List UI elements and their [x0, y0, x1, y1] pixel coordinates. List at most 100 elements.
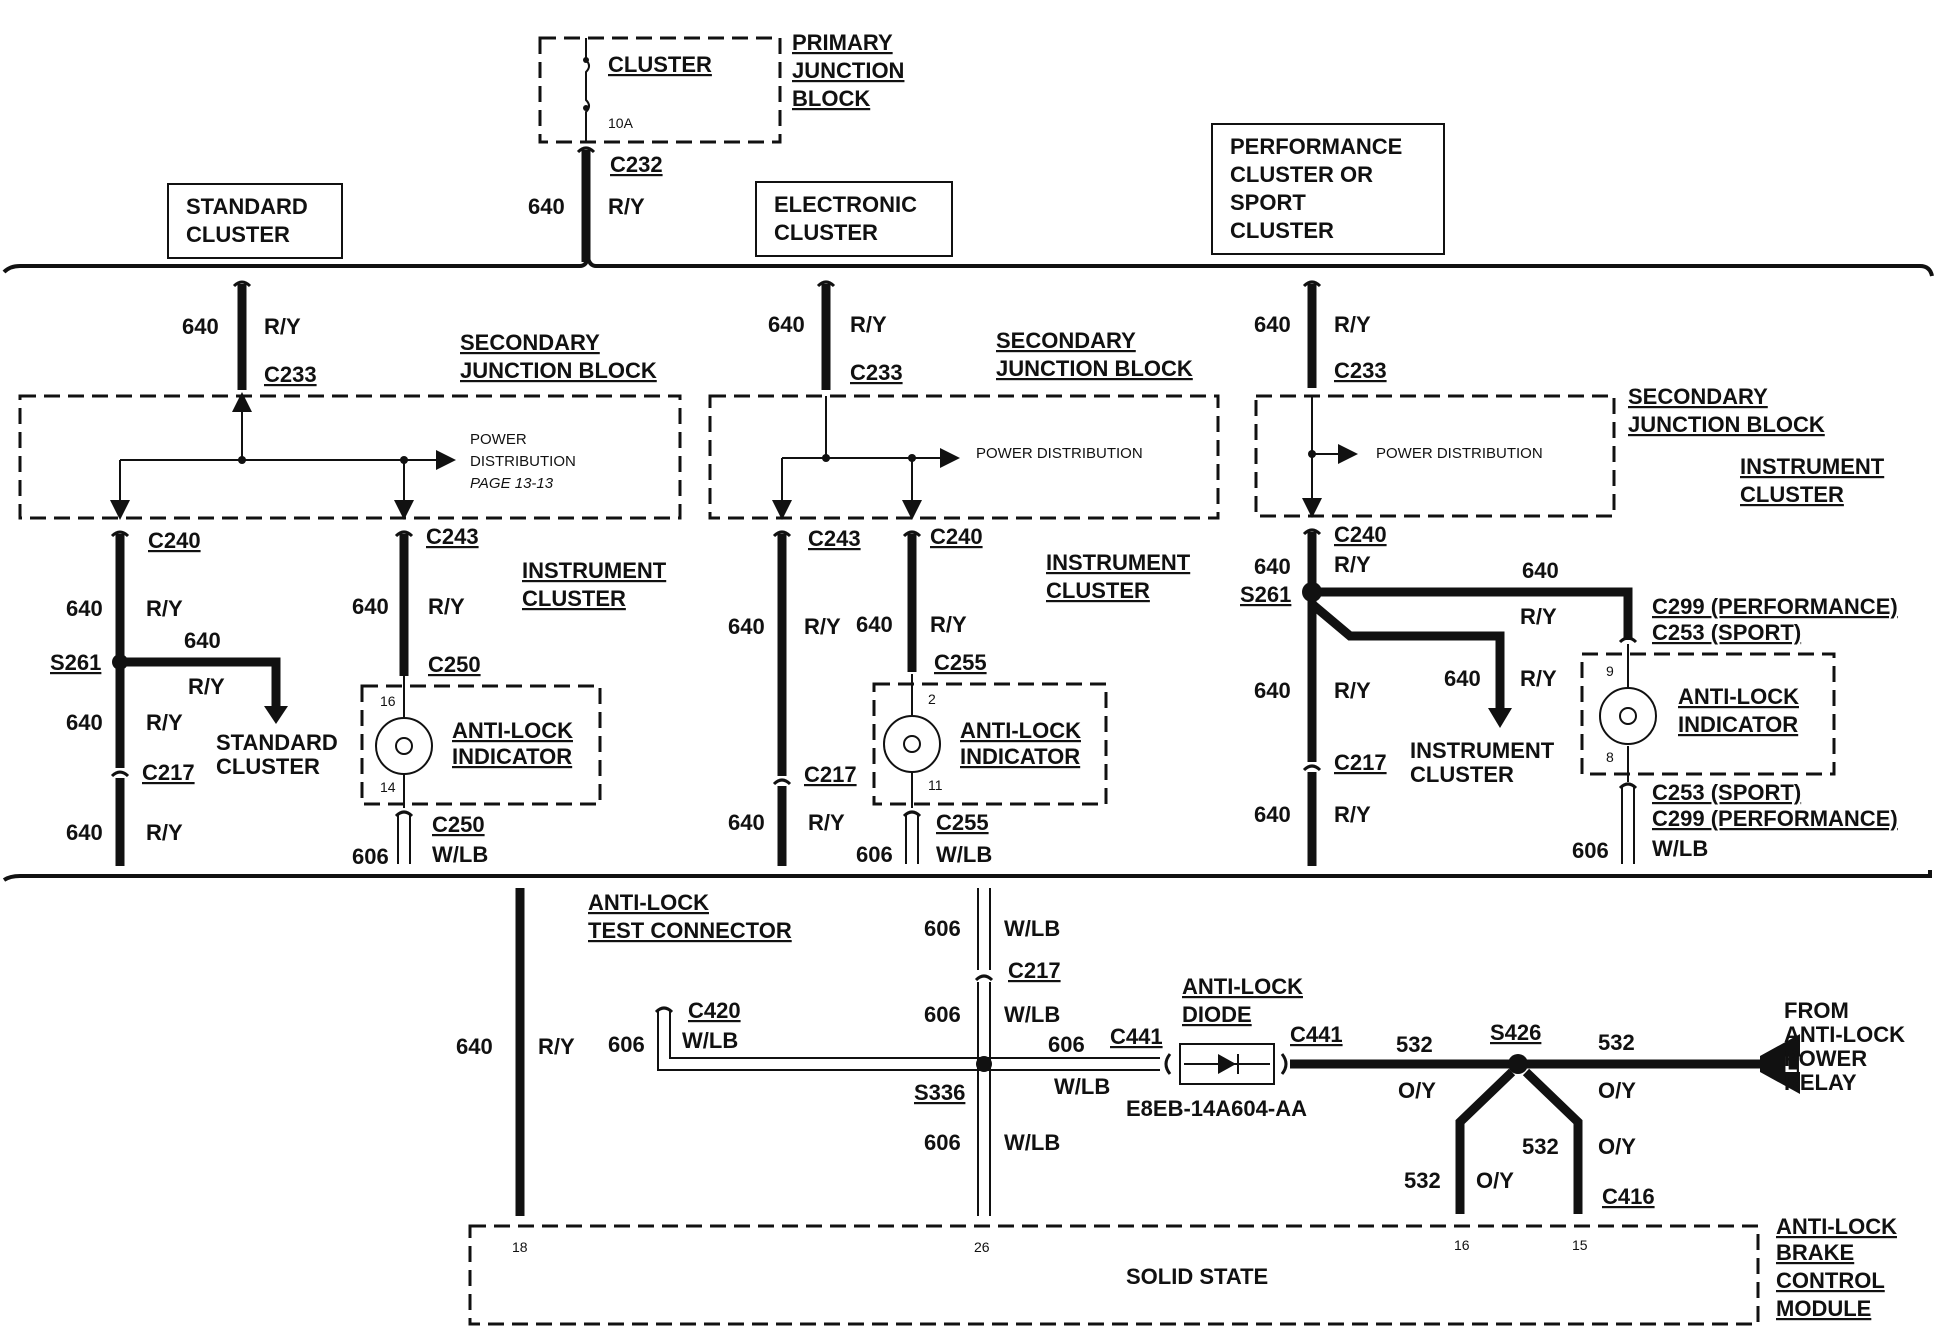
svg-text:532: 532 [1404, 1168, 1441, 1193]
svg-text:O/Y: O/Y [1476, 1168, 1514, 1193]
svg-text:640: 640 [66, 596, 103, 621]
svg-text:18: 18 [512, 1239, 528, 1255]
svg-text:640: 640 [1254, 554, 1291, 579]
svg-text:DIODE: DIODE [1182, 1002, 1252, 1027]
svg-text:C420: C420 [688, 998, 741, 1023]
svg-text:532: 532 [1522, 1134, 1559, 1159]
svg-text:W/LB: W/LB [1652, 836, 1708, 861]
svg-text:R/Y: R/Y [146, 820, 183, 845]
svg-text:S336: S336 [914, 1080, 965, 1105]
svg-text:POWER: POWER [470, 431, 527, 448]
svg-text:ANTI-LOCK: ANTI-LOCK [1776, 1214, 1897, 1239]
svg-text:C250: C250 [432, 812, 485, 837]
svg-text:W/LB: W/LB [1054, 1074, 1110, 1099]
svg-text:STANDARD: STANDARD [216, 730, 338, 755]
svg-text:CLUSTER: CLUSTER [216, 754, 320, 779]
bottom-section: 640 R/Y ANTI-LOCK TEST CONNECTOR 606 W/L… [456, 888, 1905, 1326]
svg-text:INDICATOR: INDICATOR [1678, 712, 1798, 737]
svg-text:W/LB: W/LB [432, 842, 488, 867]
electronic-section: 640 R/Y C233 SECONDARY JUNCTION BLOCK PO… [708, 280, 1220, 867]
ry-label: R/Y [608, 194, 645, 219]
standard-section: 640 R/Y C233 SECONDARY JUNCTION BLOCK PO… [18, 280, 682, 869]
svg-text:606: 606 [924, 1002, 961, 1027]
svg-text:INSTRUMENT: INSTRUMENT [1410, 738, 1555, 763]
svg-text:R/Y: R/Y [264, 314, 301, 339]
performance-section: 640 R/Y C233 SECONDARY JUNCTION BLOCK PO… [1240, 280, 1898, 866]
svg-text:R/Y: R/Y [538, 1034, 575, 1059]
svg-text:TEST CONNECTOR: TEST CONNECTOR [588, 918, 792, 943]
svg-text:W/LB: W/LB [1004, 916, 1060, 941]
svg-text:C233: C233 [1334, 358, 1387, 383]
svg-text:PERFORMANCE: PERFORMANCE [1230, 134, 1402, 159]
svg-text:R/Y: R/Y [850, 312, 887, 337]
svg-text:C240: C240 [1334, 522, 1387, 547]
svg-text:C233: C233 [264, 362, 317, 387]
svg-text:606: 606 [1048, 1032, 1085, 1057]
svg-text:532: 532 [1396, 1032, 1433, 1057]
svg-text:ANTI-LOCK: ANTI-LOCK [1678, 684, 1799, 709]
svg-text:O/Y: O/Y [1398, 1078, 1436, 1103]
electronic-cluster-box: ELECTRONIC CLUSTER [755, 181, 953, 257]
svg-text:CLUSTER: CLUSTER [1230, 218, 1334, 243]
svg-text:606: 606 [352, 844, 389, 869]
middle-section-border [2, 870, 1932, 882]
svg-text:640: 640 [768, 312, 805, 337]
primary-junction-block: CLUSTER 10A PRIMARY JUNCTION BLOCK [538, 30, 904, 144]
svg-text:C416: C416 [1602, 1184, 1655, 1209]
svg-text:S426: S426 [1490, 1020, 1541, 1045]
svg-text:POWER DISTRIBUTION: POWER DISTRIBUTION [976, 445, 1143, 462]
svg-text:15: 15 [1572, 1237, 1588, 1253]
svg-text:INDICATOR: INDICATOR [960, 744, 1080, 769]
svg-text:CLUSTER: CLUSTER [522, 586, 626, 611]
svg-text:606: 606 [856, 842, 893, 867]
svg-text:R/Y: R/Y [1520, 666, 1557, 691]
svg-text:CONTROL: CONTROL [1776, 1268, 1885, 1293]
svg-text:640: 640 [66, 820, 103, 845]
svg-text:R/Y: R/Y [930, 612, 967, 637]
svg-text:640: 640 [856, 612, 893, 637]
svg-text:C255: C255 [934, 650, 987, 675]
svg-text:RELAY: RELAY [1784, 1070, 1857, 1095]
wire-640-label: 640 [528, 194, 565, 219]
svg-text:POWER: POWER [1784, 1046, 1867, 1071]
svg-text:26: 26 [974, 1239, 990, 1255]
svg-text:R/Y: R/Y [188, 674, 225, 699]
svg-text:640: 640 [182, 314, 219, 339]
svg-text:14: 14 [380, 779, 396, 795]
svg-text:R/Y: R/Y [808, 810, 845, 835]
pjb-label-2: JUNCTION [792, 58, 904, 83]
svg-text:C240: C240 [930, 524, 983, 549]
svg-text:11: 11 [928, 777, 943, 793]
svg-text:INSTRUMENT: INSTRUMENT [1740, 454, 1885, 479]
svg-text:640: 640 [1444, 666, 1481, 691]
svg-text:9: 9 [1606, 663, 1614, 679]
svg-text:INDICATOR: INDICATOR [452, 744, 572, 769]
svg-text:E8EB-14A604-AA: E8EB-14A604-AA [1126, 1096, 1307, 1121]
svg-text:W/LB: W/LB [936, 842, 992, 867]
c232-label: C232 [610, 152, 663, 177]
svg-text:S261: S261 [1240, 582, 1291, 607]
svg-text:O/Y: O/Y [1598, 1078, 1636, 1103]
svg-text:606: 606 [608, 1032, 645, 1057]
svg-text:R/Y: R/Y [428, 594, 465, 619]
svg-text:INSTRUMENT: INSTRUMENT [1046, 550, 1191, 575]
svg-text:SECONDARY: SECONDARY [460, 330, 600, 355]
svg-text:C217: C217 [1008, 958, 1061, 983]
svg-text:16: 16 [1454, 1237, 1470, 1253]
svg-text:MODULE: MODULE [1776, 1296, 1871, 1321]
svg-text:2: 2 [928, 691, 936, 707]
svg-text:INSTRUMENT: INSTRUMENT [522, 558, 667, 583]
svg-text:R/Y: R/Y [1334, 678, 1371, 703]
svg-text:C299 (PERFORMANCE): C299 (PERFORMANCE) [1652, 806, 1898, 831]
svg-text:640: 640 [352, 594, 389, 619]
svg-text:R/Y: R/Y [1334, 312, 1371, 337]
svg-text:LL: LL [1784, 1052, 1811, 1077]
svg-text:ANTI-LOCK: ANTI-LOCK [1784, 1022, 1905, 1047]
svg-text:C441: C441 [1290, 1022, 1343, 1047]
svg-text:R/Y: R/Y [1520, 604, 1557, 629]
svg-text:JUNCTION BLOCK: JUNCTION BLOCK [460, 358, 657, 383]
svg-text:STANDARD: STANDARD [186, 194, 308, 219]
svg-text:SPORT: SPORT [1230, 190, 1306, 215]
svg-text:FROM: FROM [1784, 998, 1849, 1023]
